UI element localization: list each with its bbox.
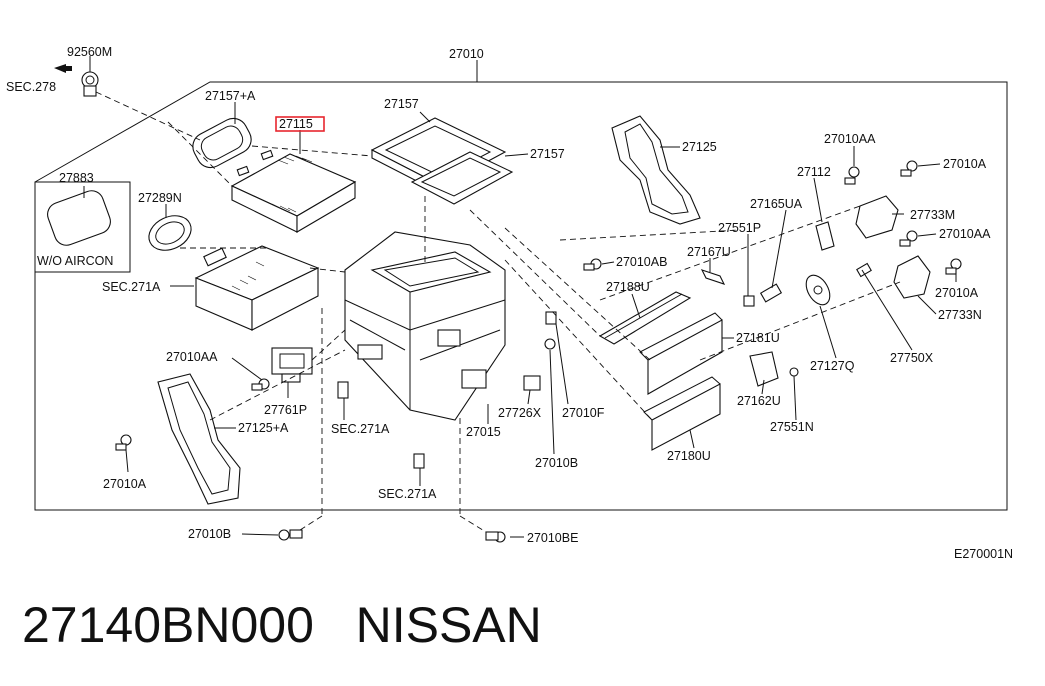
screw-27010B-mid[interactable] [544,338,556,350]
seal-27289N-part[interactable] [143,209,196,257]
screw-27010A-top[interactable] [900,160,918,177]
label-27157-upper[interactable]: 27157 [384,97,419,111]
label-27010B-bottom[interactable]: 27010B [188,527,231,541]
label-27010AA-top[interactable]: 27010AA [824,132,876,146]
seal-27157A-part[interactable] [188,113,256,172]
label-sec271A-mid[interactable]: SEC.271A [331,422,390,436]
screw-27010AA-top[interactable] [844,166,860,185]
leader-lines [83,56,957,538]
label-27015[interactable]: 27015 [466,425,501,439]
footer-caption: 27140BN000 NISSAN [22,596,542,654]
sensor-27726X[interactable] [523,375,541,391]
lever-27162U-part[interactable] [749,351,779,387]
label-27010[interactable]: 27010 [449,47,484,61]
screw-27010AB[interactable] [583,258,602,271]
label-sec271A-left[interactable]: SEC.271A [102,280,161,294]
duct-27125-part[interactable] [611,115,701,225]
screw-27010A-left[interactable] [115,434,132,451]
pad-27883-part[interactable] [44,187,114,248]
link-27127Q-part[interactable] [801,271,834,309]
diagram-code: E270001N [954,547,1013,561]
label-27733N[interactable]: 27733N [938,308,982,322]
label-27551N[interactable]: 27551N [770,420,814,434]
frame-27157-lower-part[interactable] [410,151,514,205]
actuator-27733M-part[interactable] [855,195,899,239]
label-27162U[interactable]: 27162U [737,394,781,408]
label-sec278[interactable]: SEC.278 [6,80,56,94]
clip-27010F[interactable] [545,311,557,325]
highlight-box-27115 [275,116,325,132]
label-27289N[interactable]: 27289N [138,191,182,205]
bracket-27112-part[interactable] [815,221,835,251]
caption-spacer [314,597,356,653]
evaporator-sec271A-part[interactable] [194,245,320,331]
label-27551P[interactable]: 27551P [718,221,761,235]
part-labels: 92560M SEC.278 27010 27157+A 27115 27157… [6,45,1013,561]
screw-27010BE[interactable] [485,531,506,543]
label-27165UA[interactable]: 27165UA [750,197,803,211]
sec278-arrow-icon [54,64,72,73]
flap-27188U-part[interactable] [598,291,692,345]
assembly-dashed-lines [95,91,901,533]
label-27180U[interactable]: 27180U [667,449,711,463]
label-27010AB[interactable]: 27010AB [616,255,667,269]
assembly-frame [34,81,1008,511]
motor-27761P-part[interactable] [271,347,313,383]
label-27883[interactable]: 27883 [59,171,94,185]
label-27010A-right[interactable]: 27010A [935,286,979,300]
label-27010B-mid[interactable]: 27010B [535,456,578,470]
label-27010F[interactable]: 27010F [562,406,605,420]
bolt-27750X[interactable] [856,262,872,278]
label-27733M[interactable]: 27733M [910,208,955,222]
heater-case-27015-part[interactable] [344,231,506,421]
label-27010A-left[interactable]: 27010A [103,477,147,491]
label-27157-lower[interactable]: 27157 [530,147,565,161]
clip-sec271A-low[interactable] [413,453,425,469]
label-27010A-top[interactable]: 27010A [943,157,987,171]
wo-aircon-inset [34,181,131,273]
label-27125[interactable]: 27125 [682,140,717,154]
label-27157A[interactable]: 27157+A [205,89,256,103]
label-27127Q[interactable]: 27127Q [810,359,855,373]
screw-27010A-right[interactable] [945,258,962,275]
screw-27010AA-left[interactable] [251,378,270,391]
lever-27165UA-part[interactable] [759,283,783,303]
screw-27010AA-right[interactable] [899,230,918,247]
actuator-27733N-part[interactable] [893,255,931,299]
duct-27125A-part[interactable] [157,373,241,505]
clip-27551P-part[interactable] [743,295,755,307]
label-27750X[interactable]: 27750X [890,351,934,365]
label-27167U[interactable]: 27167U [687,245,731,259]
label-27761P[interactable]: 27761P [264,403,307,417]
clip-27551N[interactable] [789,367,799,377]
label-27010BE[interactable]: 27010BE [527,531,578,545]
label-27181U[interactable]: 27181U [736,331,780,345]
label-27010AA-left[interactable]: 27010AA [166,350,218,364]
grommet-92560M-part[interactable] [81,71,99,97]
label-27010AA-right[interactable]: 27010AA [939,227,991,241]
screw-27010B-bottom[interactable] [278,529,303,541]
part-number: 27140BN000 [22,597,314,653]
label-sec271A-low[interactable]: SEC.271A [378,487,437,501]
label-27726X[interactable]: 27726X [498,406,542,420]
clip-sec271A-mid[interactable] [337,381,349,399]
lever-27167U-part[interactable] [700,269,726,285]
label-27125A[interactable]: 27125+A [238,421,289,435]
door-27181U-part[interactable] [639,312,723,395]
label-27115[interactable]: 27115 [279,117,313,131]
filter-27115-part[interactable] [230,149,357,233]
label-92560M[interactable]: 92560M [67,45,112,59]
label-27188U[interactable]: 27188U [606,280,650,294]
label-wo-aircon[interactable]: W/O AIRCON [37,254,113,268]
label-27112[interactable]: 27112 [797,165,831,179]
brand-name: NISSAN [355,597,542,653]
